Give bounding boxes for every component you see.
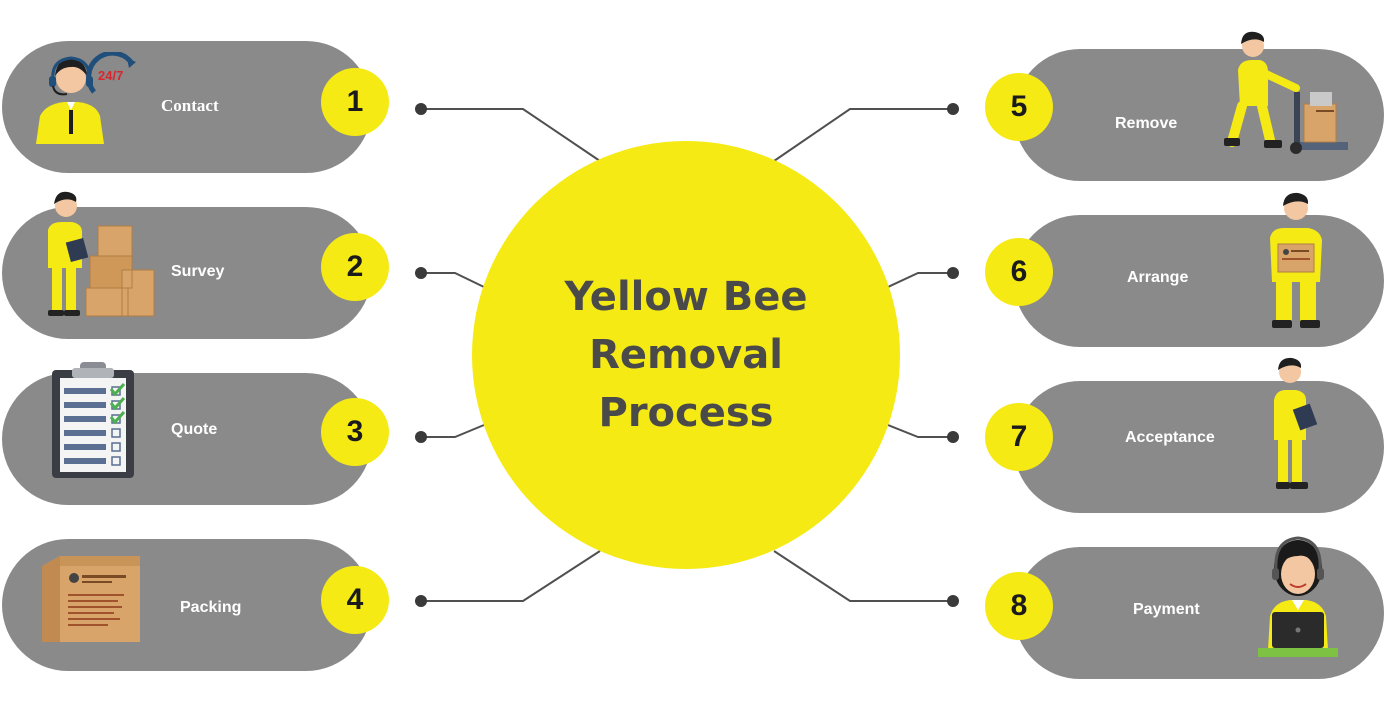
worker-with-hand-truck-icon [1224, 31, 1348, 154]
connector-1 [421, 108, 601, 162]
step-7-label: Acceptance [1125, 429, 1215, 446]
surveyor-with-boxes-icon [48, 191, 155, 317]
step-3-label: Quote [171, 421, 218, 438]
step-8-label: Payment [1133, 601, 1200, 618]
step-3-badge: 3 [321, 398, 389, 466]
connector-dot-1 [415, 103, 427, 115]
step-4-label: Packing [180, 599, 242, 616]
connector-2 [421, 272, 485, 288]
center-title-line-3: Process [598, 390, 774, 436]
connector-dot-4 [415, 595, 427, 607]
step-6-label: Arrange [1127, 269, 1189, 286]
step-1-label: Contact [161, 96, 219, 115]
step-7-card [1014, 381, 1384, 513]
connector-5 [773, 108, 953, 162]
step-5-badge: 5 [985, 73, 1053, 141]
connector-dot-7 [947, 431, 959, 443]
step-8-badge: 8 [985, 572, 1053, 640]
cardboard-box-icon [42, 556, 140, 642]
connector-4 [421, 550, 601, 602]
connector-dot-3 [415, 431, 427, 443]
step-6-badge: 6 [985, 238, 1053, 306]
connector-dot-5 [947, 103, 959, 115]
center-title-line-1: Yellow Bee [564, 274, 808, 320]
step-1-badge: 1 [321, 68, 389, 136]
checklist-clipboard-icon [52, 362, 134, 478]
call-center-agent-24-7-icon: 24/7 [36, 52, 136, 144]
connector-dot-6 [947, 267, 959, 279]
connector-7 [887, 424, 953, 438]
connector-6 [887, 272, 953, 288]
step-7-badge: 7 [985, 403, 1053, 471]
center-title-line-2: Removal [589, 332, 783, 378]
step-4-badge: 4 [321, 566, 389, 634]
center-circle: Yellow Bee Removal Process [472, 141, 900, 569]
worker-with-clipboard-icon [1274, 357, 1318, 489]
step-6-card [1014, 215, 1384, 347]
step-2-label: Survey [171, 263, 225, 280]
connector-dot-8 [947, 595, 959, 607]
connector-dot-2 [415, 267, 427, 279]
operator-with-laptop-icon [1258, 536, 1338, 657]
svg-text:24/7: 24/7 [98, 68, 123, 83]
connector-8 [773, 550, 953, 602]
connector-3 [421, 424, 485, 438]
worker-carrying-box-icon [1270, 192, 1322, 328]
step-2-badge: 2 [321, 233, 389, 301]
step-5-label: Remove [1115, 115, 1178, 132]
